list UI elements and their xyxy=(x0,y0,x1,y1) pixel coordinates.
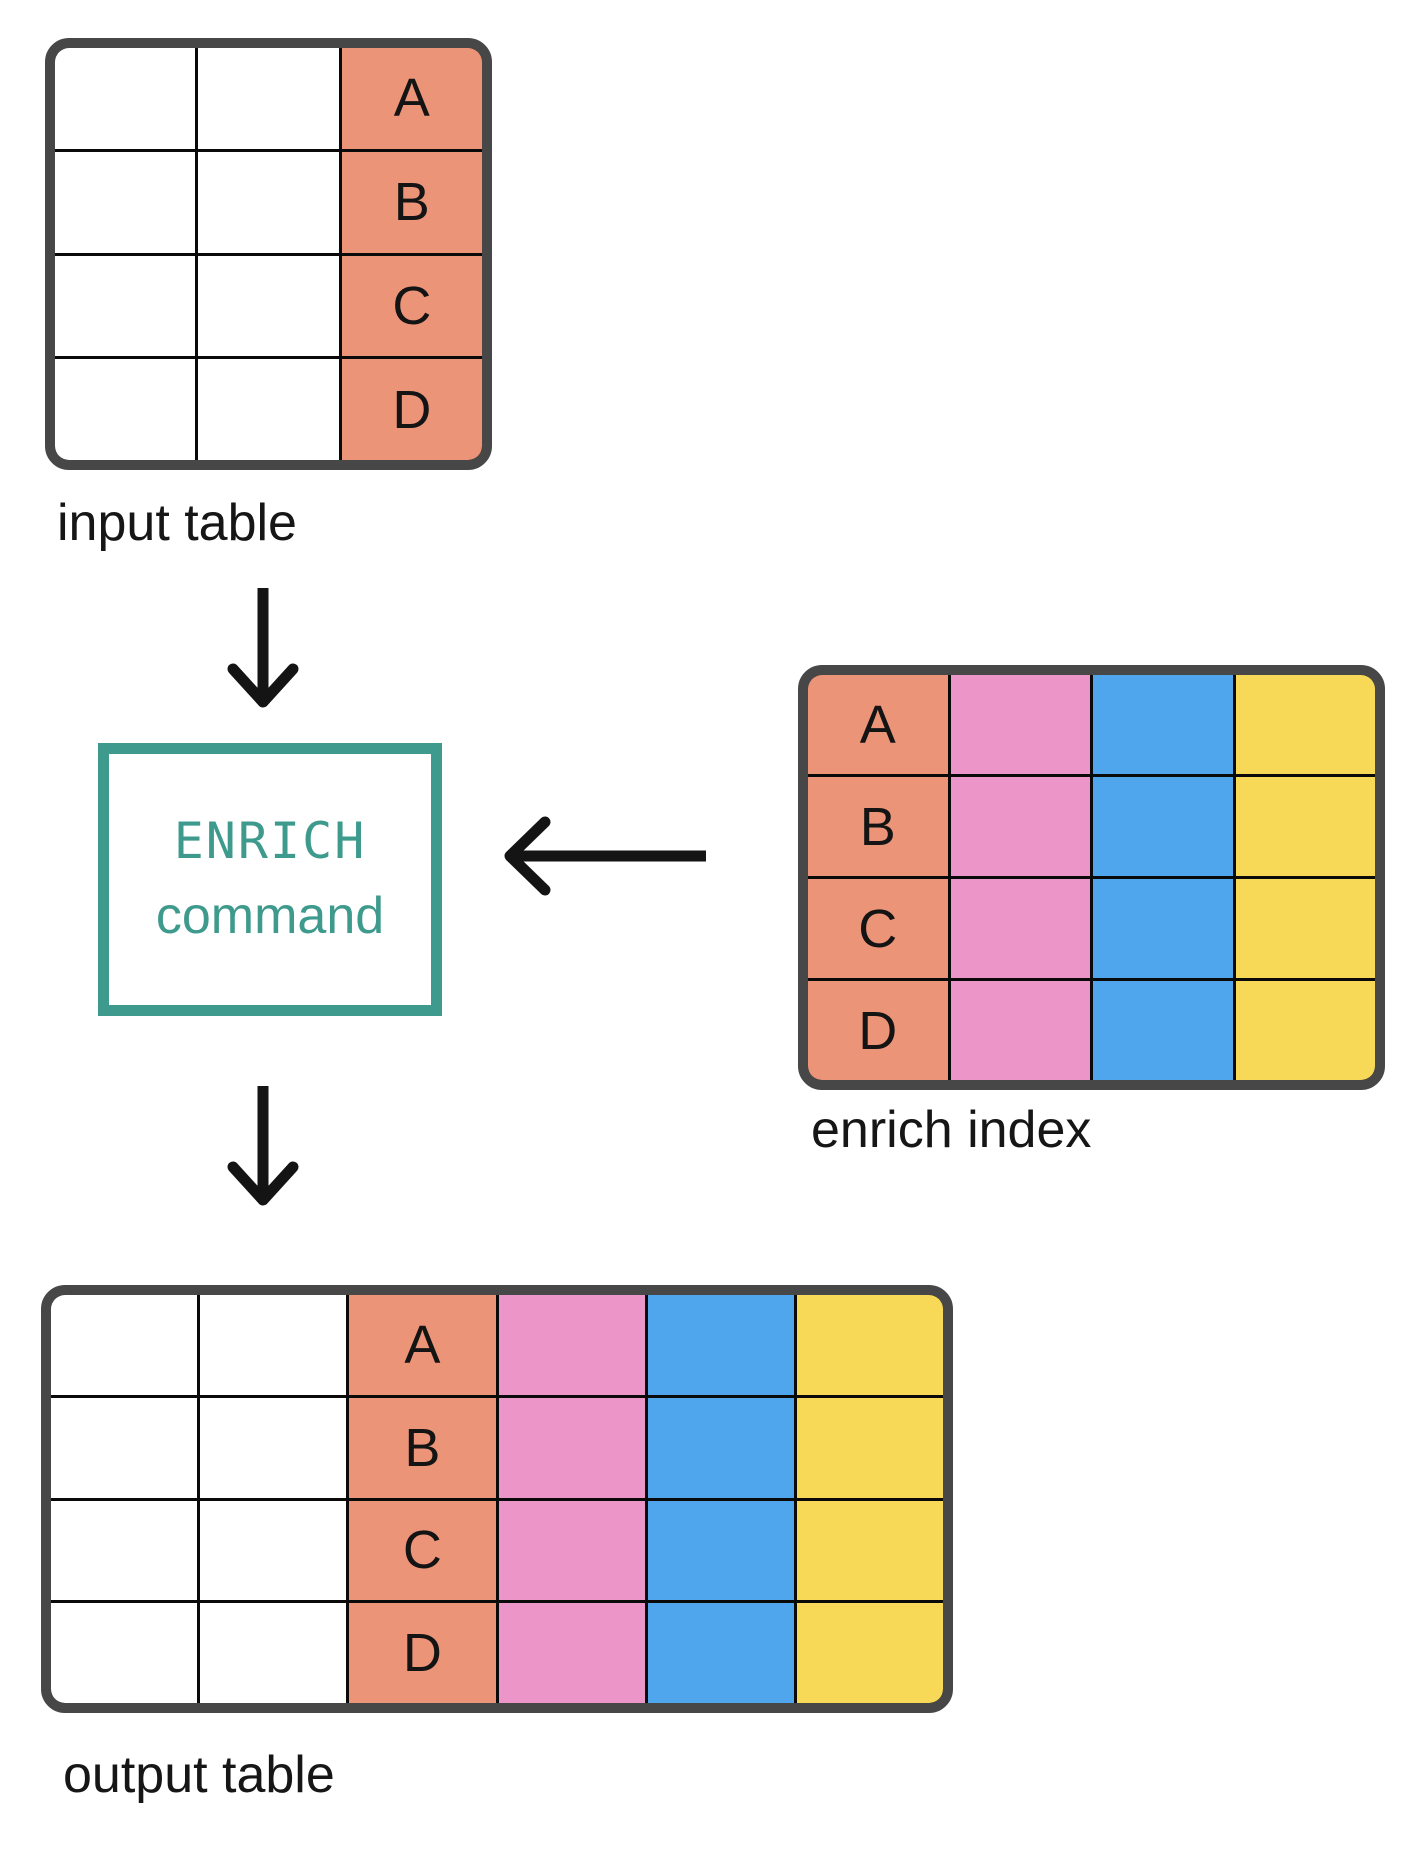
table-cell xyxy=(200,1397,347,1498)
key-cell: C xyxy=(349,1500,496,1601)
table-cell xyxy=(796,1295,943,1395)
table-cell xyxy=(51,1397,198,1498)
key-cell: A xyxy=(808,675,948,774)
table-cell xyxy=(796,1603,943,1703)
table-cell xyxy=(200,1295,347,1395)
table-cell xyxy=(55,255,196,357)
key-cell: D xyxy=(341,359,482,460)
key-cell: C xyxy=(341,255,482,357)
table-cell xyxy=(1235,675,1375,774)
key-cell: B xyxy=(341,151,482,253)
key-cell: D xyxy=(349,1603,496,1703)
table-cell xyxy=(950,675,1090,774)
table-cell xyxy=(198,48,339,149)
table-cell xyxy=(647,1295,794,1395)
table-cell xyxy=(55,48,196,149)
key-cell: A xyxy=(341,48,482,149)
enrich-command-keyword: ENRICH xyxy=(173,812,367,871)
key-cell: B xyxy=(808,777,948,876)
key-cell: D xyxy=(808,981,948,1080)
table-cell xyxy=(950,879,1090,978)
table-cell xyxy=(200,1603,347,1703)
table-cell xyxy=(498,1603,645,1703)
key-cell: B xyxy=(349,1397,496,1498)
arrow-down-icon xyxy=(227,588,299,708)
table-cell xyxy=(950,981,1090,1080)
table-cell xyxy=(796,1397,943,1498)
table-cell xyxy=(55,151,196,253)
table-cell xyxy=(498,1500,645,1601)
table-cell xyxy=(1093,981,1233,1080)
table-cell xyxy=(1093,777,1233,876)
table-cell xyxy=(198,255,339,357)
key-cell: A xyxy=(349,1295,496,1395)
table-cell xyxy=(647,1397,794,1498)
enrich-command-box: ENRICH command xyxy=(98,743,442,1016)
table-cell xyxy=(498,1295,645,1395)
table-cell xyxy=(55,359,196,460)
table-cell xyxy=(51,1500,198,1601)
table-cell xyxy=(1093,675,1233,774)
input-table-label: input table xyxy=(57,494,297,552)
enrich-command-word: command xyxy=(155,887,385,946)
table-cell xyxy=(51,1603,198,1703)
arrow-down-icon xyxy=(227,1086,299,1206)
enrich-index-label: enrich index xyxy=(811,1101,1092,1159)
table-cell xyxy=(1235,777,1375,876)
table-cell xyxy=(51,1295,198,1395)
table-cell xyxy=(198,151,339,253)
table-cell xyxy=(200,1500,347,1601)
table-cell xyxy=(647,1603,794,1703)
key-cell: C xyxy=(808,879,948,978)
table-cell xyxy=(647,1500,794,1601)
table-cell xyxy=(950,777,1090,876)
table-cell xyxy=(1235,981,1375,1080)
arrow-left-icon xyxy=(504,816,706,896)
table-cell xyxy=(796,1500,943,1601)
table-cell xyxy=(1235,879,1375,978)
output-table-label: output table xyxy=(63,1746,335,1804)
table-cell xyxy=(198,359,339,460)
table-cell xyxy=(1093,879,1233,978)
table-cell xyxy=(498,1397,645,1498)
